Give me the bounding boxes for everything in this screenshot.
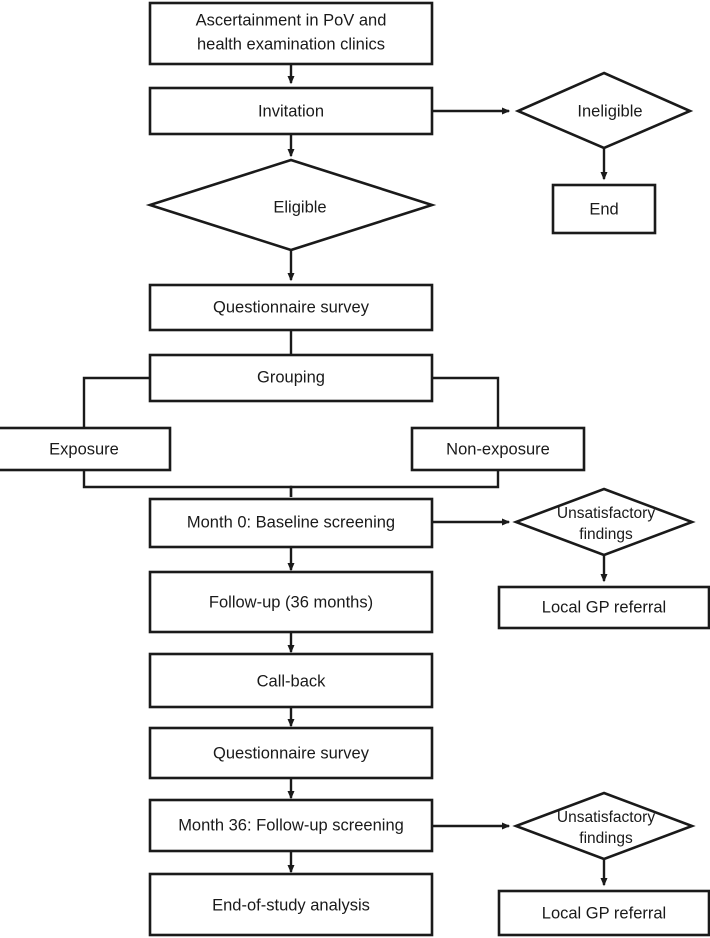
node-eligible-label: Eligible [273, 198, 326, 216]
node-non-exposure-label: Non-exposure [446, 440, 550, 458]
node-ascertainment-label-line2: health examination clinics [197, 35, 385, 53]
node-eligible[interactable]: Eligible [145, 158, 437, 252]
node-unsatisfactory-findings-2-label-line2: findings [579, 830, 633, 847]
edge-nonexposure-to-baseline [289, 469, 500, 497]
node-non-exposure[interactable]: Non-exposure [410, 426, 586, 472]
edge-exposure-to-baseline [82, 469, 293, 497]
node-invitation[interactable]: Invitation [148, 86, 434, 136]
node-follow-up-screening[interactable]: Month 36: Follow-up screening [148, 798, 434, 853]
node-end-of-study-analysis[interactable]: End-of-study analysis [148, 872, 434, 937]
node-unsatisfactory-findings-1-label-line2: findings [579, 526, 633, 543]
node-unsatisfactory-findings-1-label-line1: Unsatisfactory [557, 505, 655, 522]
node-follow-up-screening-label: Month 36: Follow-up screening [178, 816, 404, 834]
node-unsatisfactory-findings-2[interactable]: Unsatisfactory findings [512, 791, 696, 861]
node-call-back-label: Call-back [257, 672, 327, 690]
node-unsatisfactory-findings-2-label-line1: Unsatisfactory [557, 809, 655, 826]
edge-grouping-to-exposure [82, 376, 150, 428]
node-ascertainment-label-line1: Ascertainment in PoV and [196, 11, 387, 29]
node-call-back[interactable]: Call-back [148, 652, 434, 709]
edge-grouping-to-nonexposure [432, 376, 500, 428]
node-exposure-label: Exposure [49, 440, 119, 458]
node-baseline-screening[interactable]: Month 0: Baseline screening [148, 497, 434, 549]
node-follow-up[interactable]: Follow-up (36 months) [148, 570, 434, 634]
node-invitation-label: Invitation [258, 102, 324, 120]
node-local-gp-referral-2-label: Local GP referral [542, 904, 666, 922]
node-local-gp-referral-1[interactable]: Local GP referral [497, 585, 710, 630]
node-local-gp-referral-2[interactable]: Local GP referral [497, 889, 710, 937]
node-exposure[interactable]: Exposure [0, 426, 172, 472]
node-unsatisfactory-findings-1[interactable]: Unsatisfactory findings [512, 487, 696, 557]
node-questionnaire-survey-2[interactable]: Questionnaire survey [148, 726, 434, 780]
node-questionnaire-survey-1-label: Questionnaire survey [213, 298, 370, 316]
node-follow-up-label: Follow-up (36 months) [209, 593, 373, 611]
node-local-gp-referral-1-label: Local GP referral [542, 598, 666, 616]
node-end-label: End [589, 200, 618, 218]
node-grouping-label: Grouping [257, 368, 325, 386]
node-grouping[interactable]: Grouping [148, 353, 434, 403]
node-ineligible-label: Ineligible [577, 102, 642, 120]
node-end[interactable]: End [551, 183, 657, 235]
node-ascertainment[interactable]: Ascertainment in PoV and health examinat… [148, 1, 434, 66]
node-ineligible[interactable]: Ineligible [514, 71, 694, 150]
node-questionnaire-survey-2-label: Questionnaire survey [213, 744, 370, 762]
node-end-of-study-analysis-label: End-of-study analysis [212, 896, 370, 914]
node-questionnaire-survey-1[interactable]: Questionnaire survey [148, 283, 434, 332]
node-baseline-screening-label: Month 0: Baseline screening [187, 513, 395, 531]
